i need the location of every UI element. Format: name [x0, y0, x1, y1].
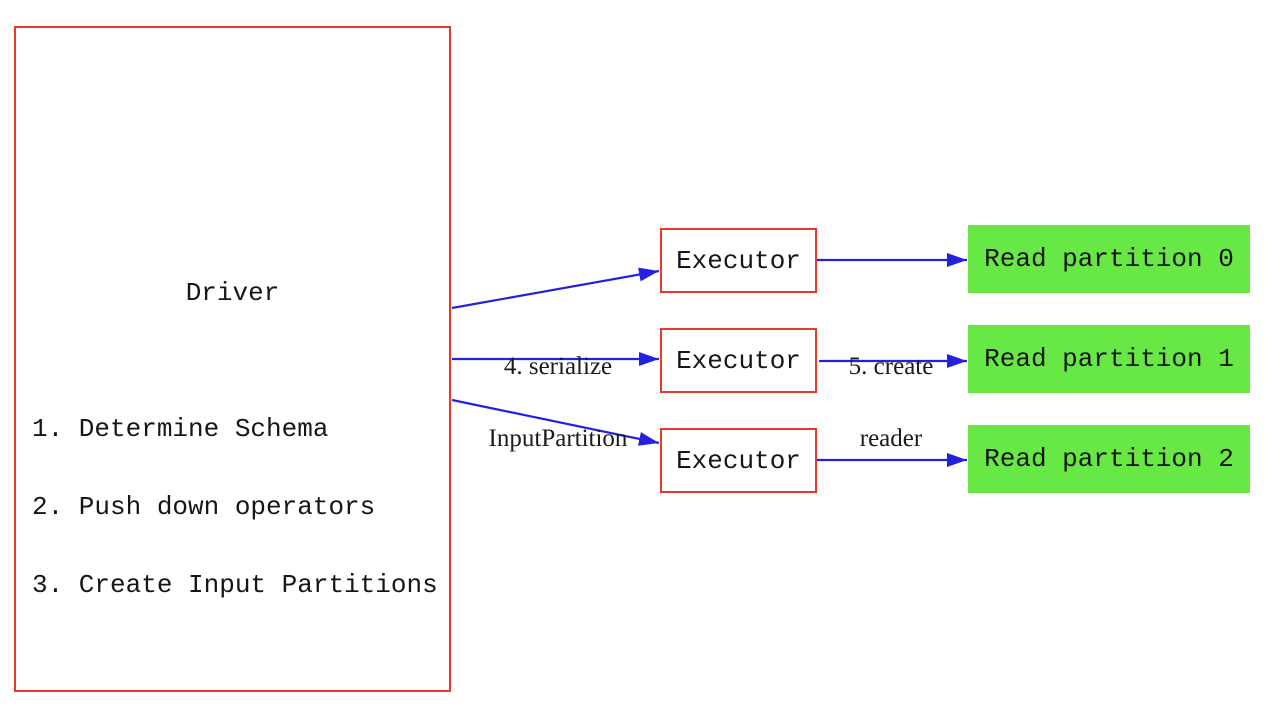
- driver-steps-list: 1. Determine Schema 2. Push down operato…: [32, 364, 438, 650]
- executor-box-1: Executor: [660, 228, 817, 293]
- edge-label-reader-line-1: 5. create: [848, 353, 934, 380]
- edge-driver-to-executor-1: [451, 267, 660, 310]
- driver-step-2: 2. Push down operators: [32, 492, 376, 522]
- edge-label-create-reader: 5. create reader: [831, 307, 951, 499]
- read-partition-box-0: Read partition 0: [968, 225, 1250, 293]
- edge-label-reader-line-2: reader: [859, 425, 923, 452]
- driver-box: Driver 1. Determine Schema 2. Push down …: [14, 26, 451, 692]
- edge-label-serialize-line-2: InputPartition: [488, 425, 628, 452]
- read-partition-box-2: Read partition 2: [968, 425, 1250, 493]
- read-partition-box-1: Read partition 1: [968, 325, 1250, 393]
- edge-label-serialize-line-1: 4. serialize: [503, 353, 613, 380]
- driver-step-3: 3. Create Input Partitions: [32, 570, 438, 600]
- driver-step-1: 1. Determine Schema: [32, 414, 329, 444]
- driver-title: Driver: [185, 278, 280, 308]
- executor-box-3: Executor: [660, 428, 817, 493]
- executor-box-2: Executor: [660, 328, 817, 393]
- edge-label-serialize-inputpartition: 4. serialize InputPartition: [443, 307, 673, 499]
